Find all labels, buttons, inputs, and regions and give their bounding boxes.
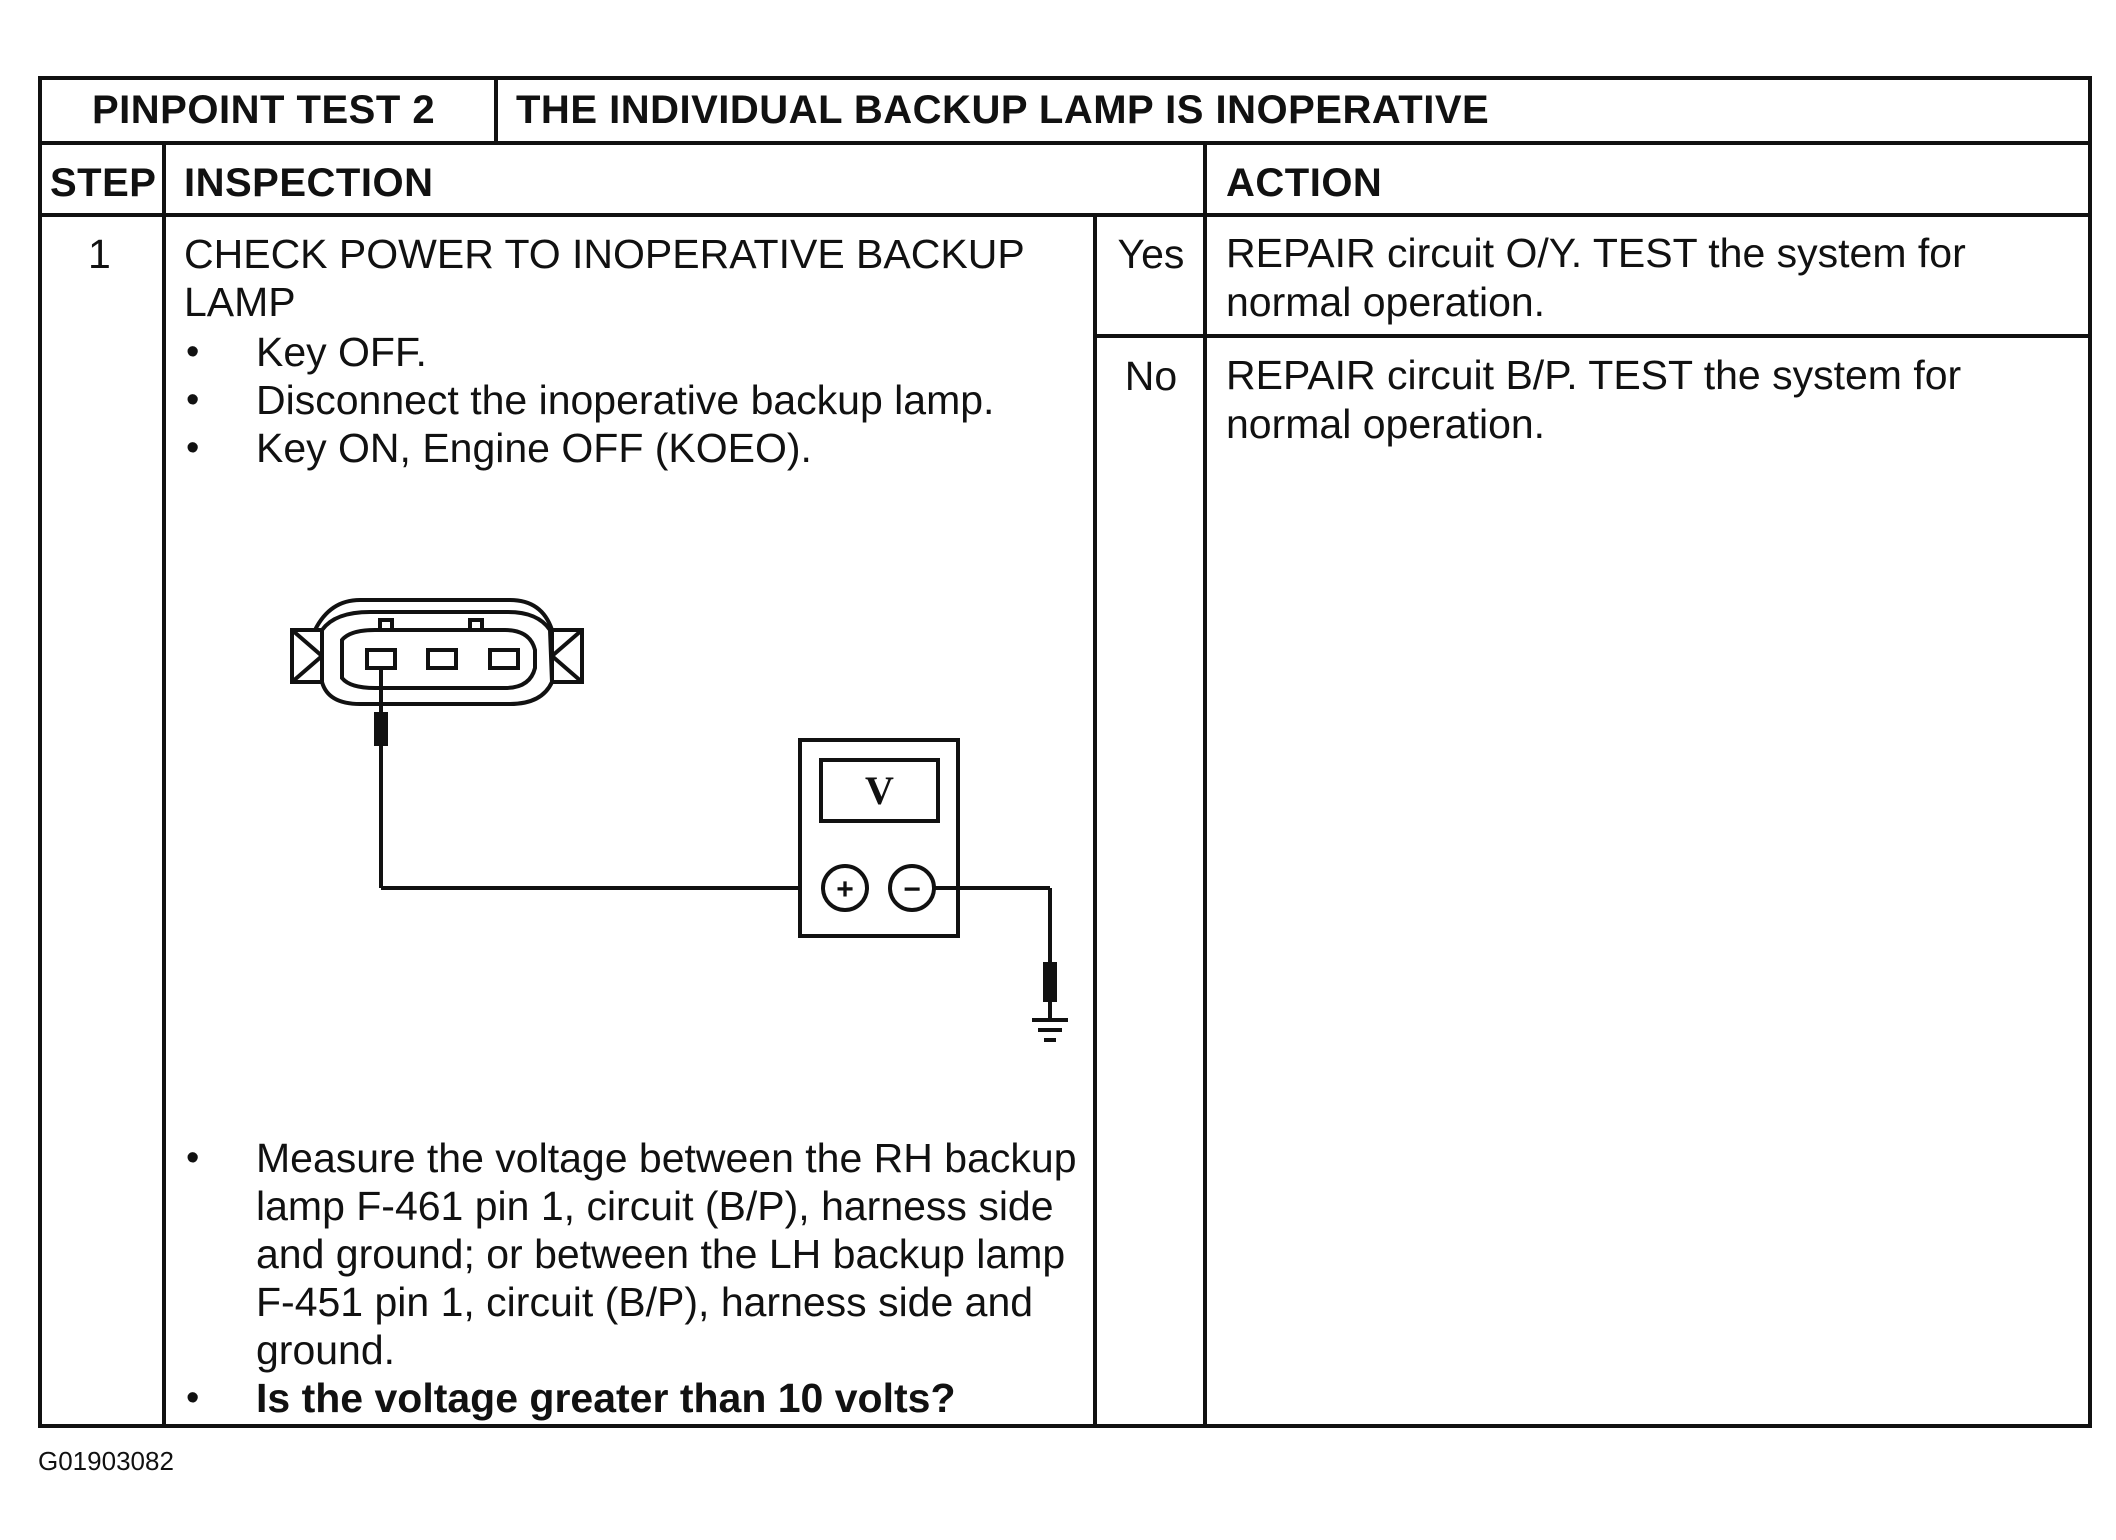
- inspection-answer-divider: [1093, 213, 1097, 1428]
- yes-row-bottom-border: [1093, 334, 2092, 338]
- header-divider: [494, 76, 498, 145]
- inspection-title-line-1: CHECK POWER TO INOPERATIVE BACKUP: [184, 231, 1025, 277]
- list-item: • Disconnect the inoperative backup lamp.: [181, 376, 994, 424]
- list-item: • Is the voltage greater than 10 volts?: [181, 1374, 1077, 1422]
- figure-id: G01903082: [38, 1446, 174, 1476]
- bullet-icon: •: [186, 1377, 200, 1419]
- plus-terminal-label: +: [836, 873, 854, 906]
- list-item: • Measure the voltage between the RH back…: [181, 1134, 1077, 1182]
- step-number: 1: [88, 231, 111, 277]
- yes-action-line-2: normal operation.: [1226, 279, 1546, 325]
- action-column-header: ACTION: [1226, 161, 1383, 205]
- table-top-border: [38, 76, 2092, 80]
- bullet-text: and ground; or between the LH backup lam…: [256, 1231, 1066, 1277]
- inspection-question: Is the voltage greater than 10 volts?: [256, 1375, 956, 1421]
- action-column-divider: [1203, 141, 1207, 1428]
- bullet-text: F-451 pin 1, circuit (B/P), harness side…: [256, 1279, 1034, 1325]
- bullet-text: ground.: [256, 1327, 396, 1373]
- ground-symbol-icon: [1032, 1018, 1068, 1042]
- yes-action-line-1: REPAIR circuit O/Y. TEST the system for: [1226, 230, 1966, 276]
- bullet-icon: •: [186, 331, 200, 373]
- measurement-steps-list: • Measure the voltage between the RH back…: [181, 1134, 1077, 1422]
- no-label: No: [1124, 353, 1178, 399]
- bullet-text: lamp F-461 pin 1, circuit (B/P), harness…: [256, 1183, 1054, 1229]
- list-item-continuation: F-451 pin 1, circuit (B/P), harness side…: [181, 1278, 1077, 1326]
- step-column-header: STEP: [50, 161, 157, 205]
- meter-symbol: V: [865, 768, 894, 813]
- voltage-measurement-diagram: V + −: [290, 598, 1068, 1042]
- list-item: • Key ON, Engine OFF (KOEO).: [181, 424, 994, 472]
- header-bottom-border: [38, 141, 2092, 145]
- no-action-line-1: REPAIR circuit B/P. TEST the system for: [1226, 352, 1962, 398]
- bullet-icon: •: [186, 427, 200, 469]
- minus-terminal-label: −: [903, 873, 921, 906]
- column-header-bottom-border: [38, 213, 2092, 217]
- list-item-continuation: ground.: [181, 1326, 1077, 1374]
- pinpoint-test-title: THE INDIVIDUAL BACKUP LAMP IS INOPERATIV…: [516, 88, 1490, 132]
- inspection-title-line-2: LAMP: [184, 279, 296, 325]
- bullet-text: Disconnect the inoperative backup lamp.: [256, 377, 995, 423]
- ground-lead-icon: [934, 886, 1057, 1018]
- table-right-border: [2088, 76, 2092, 1428]
- list-item-continuation: lamp F-461 pin 1, circuit (B/P), harness…: [181, 1182, 1077, 1230]
- table-left-border: [38, 76, 42, 1428]
- yes-label: Yes: [1117, 231, 1185, 277]
- list-item: • Key OFF.: [181, 328, 994, 376]
- bullet-icon: •: [186, 1137, 200, 1179]
- backup-lamp-connector-icon: [290, 598, 584, 706]
- table-bottom-border: [38, 1424, 2092, 1428]
- pinpoint-test-label: PINPOINT TEST 2: [92, 88, 436, 132]
- step-column-divider: [162, 141, 166, 1428]
- no-action-line-2: normal operation.: [1226, 401, 1546, 447]
- bullet-text: Key OFF.: [256, 329, 427, 375]
- inspection-steps-list: • Key OFF. • Disconnect the inoperative ba…: [181, 328, 994, 472]
- list-item-continuation: and ground; or between the LH backup lam…: [181, 1230, 1077, 1278]
- bullet-text: Key ON, Engine OFF (KOEO).: [256, 425, 812, 471]
- bullet-text: Measure the voltage between the RH backu…: [256, 1135, 1077, 1181]
- bullet-icon: •: [186, 379, 200, 421]
- voltmeter-icon: V + −: [798, 738, 960, 938]
- positive-probe-icon: [374, 668, 825, 890]
- inspection-column-header: INSPECTION: [184, 161, 434, 205]
